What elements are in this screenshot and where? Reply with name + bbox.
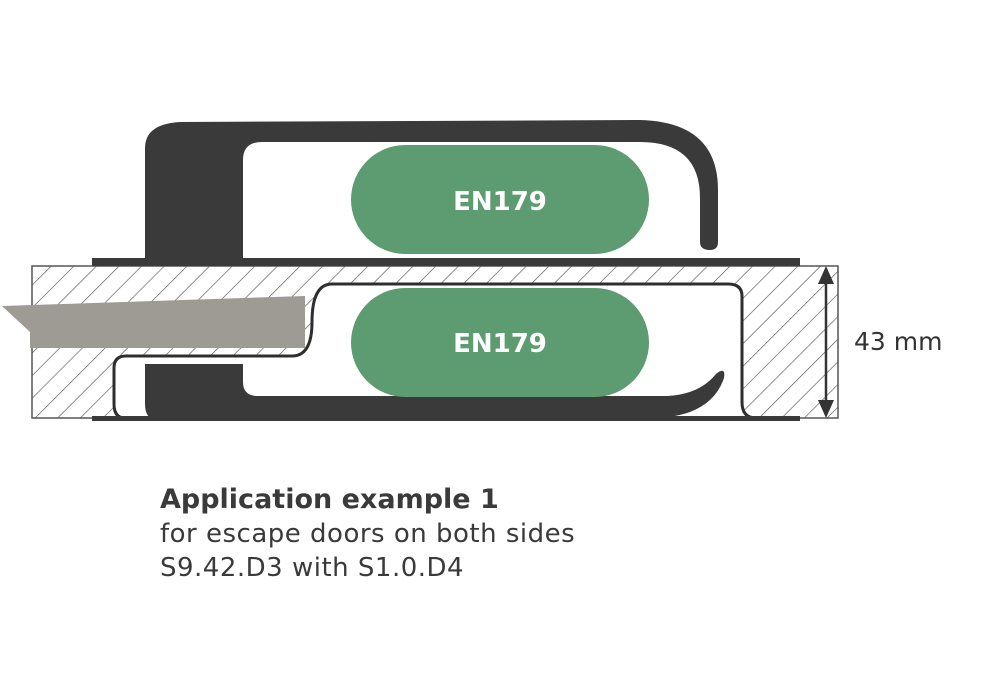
top-lever-handle	[145, 120, 718, 258]
caption-line-2: S9.42.D3 with S1.0.D4	[160, 553, 465, 583]
caption-line-1: for escape doors on both sides	[160, 519, 576, 549]
locking-rod	[2, 296, 305, 348]
top-en179-label: EN179	[453, 187, 547, 217]
dimension-label: 43 mm	[854, 327, 942, 356]
caption: Application example 1 for escape doors o…	[160, 483, 575, 585]
top-escutcheon-plate	[92, 258, 800, 266]
top-en179-badge: EN179	[351, 145, 649, 254]
bottom-en179-badge: EN179	[351, 288, 649, 397]
bottom-en179-label: EN179	[453, 329, 547, 359]
dimension-arrow	[818, 266, 834, 418]
caption-title: Application example 1	[160, 484, 499, 515]
bottom-lever-handle	[145, 364, 725, 420]
